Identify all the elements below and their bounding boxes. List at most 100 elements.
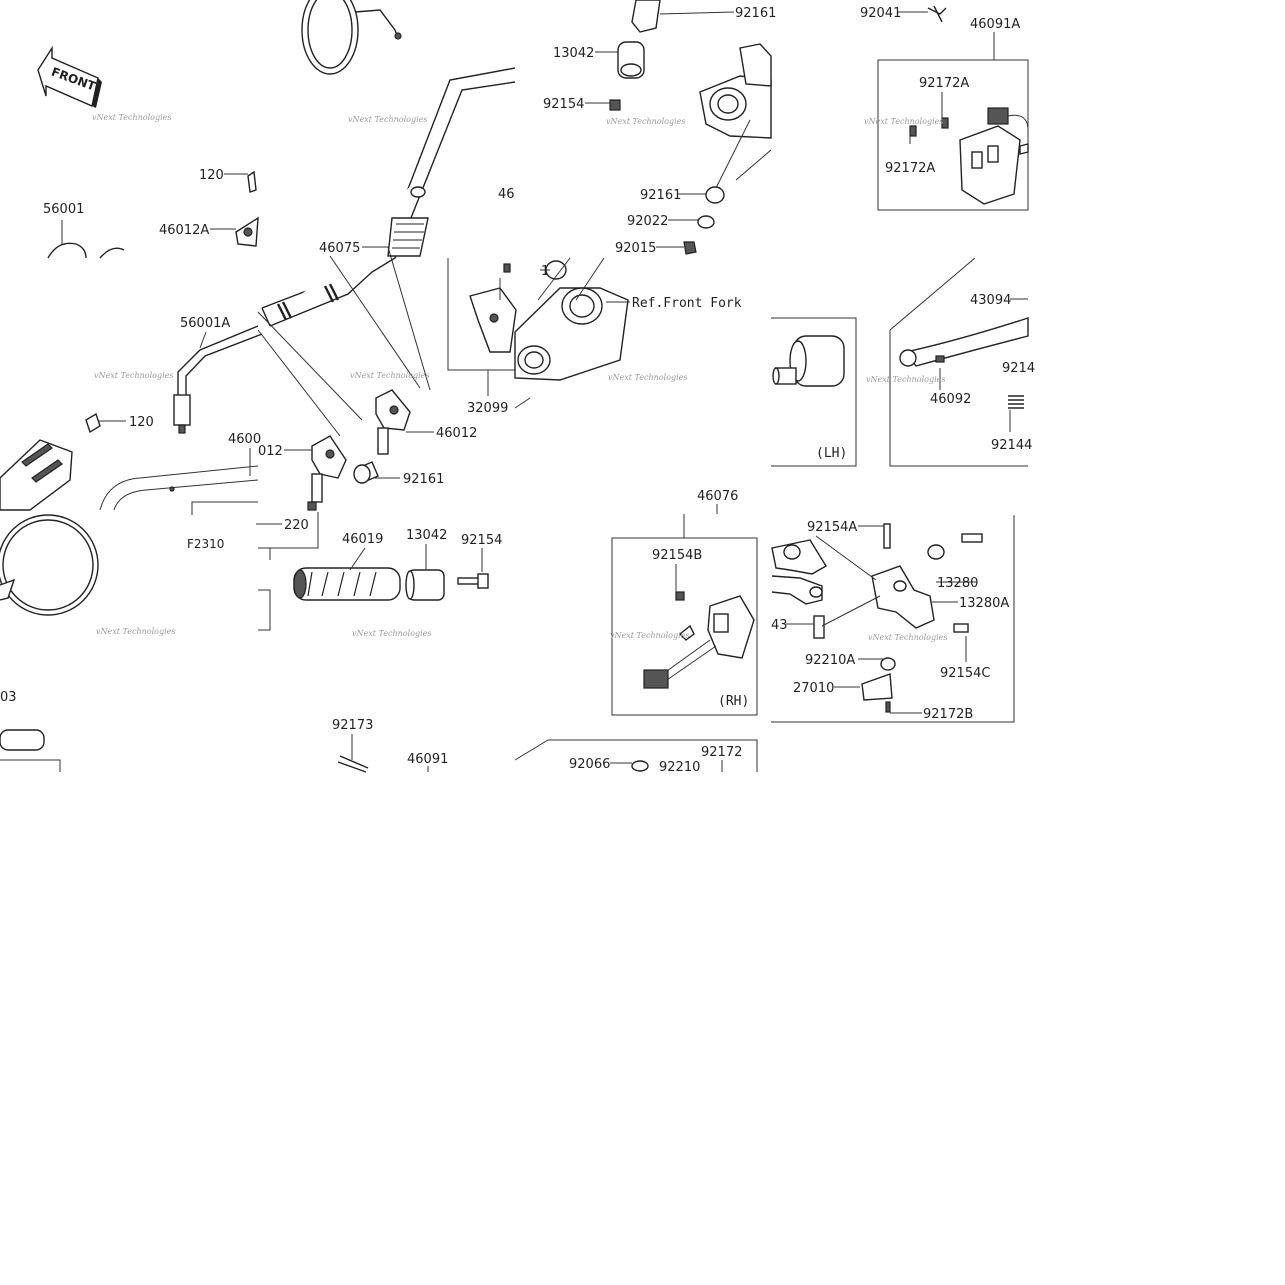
weight-13042-low (405, 569, 445, 601)
watermark: vNext Technologies (868, 633, 947, 642)
handlebar (261, 67, 516, 327)
part-label: 03 (0, 690, 17, 705)
part-label: 1 (541, 264, 549, 279)
clamp-panel-box (447, 258, 515, 371)
part-label: 43 (771, 618, 788, 633)
riser-left (307, 435, 347, 511)
front-arrow-icon: FRONT (37, 45, 102, 108)
cap-92066 (631, 760, 649, 772)
part-label: 92172 (701, 745, 742, 760)
part-label: 92041 (860, 6, 901, 21)
master-cyl-panel-box (771, 515, 1015, 723)
part-label: 13042 (553, 46, 594, 61)
ref-front-fork-label: Ref.Front Fork (632, 296, 742, 311)
pin-92041 (927, 5, 947, 23)
master-cylinder-13280 (771, 523, 983, 713)
triple-clamp-lower (469, 257, 629, 381)
part-label: 46091A (970, 17, 1020, 32)
part-label: 46076 (697, 489, 738, 504)
mirror-top (301, 0, 402, 75)
grip-bracket-lines (258, 512, 319, 631)
watermark: vNext Technologies (352, 629, 431, 638)
clamp-left (0, 412, 101, 511)
part-label: 92161 (403, 472, 444, 487)
part-label: 120 (199, 168, 224, 183)
watermark: vNext Technologies (866, 375, 945, 384)
watermarks: vNext Technologies vNext Technologies vN… (92, 113, 947, 642)
watermark: vNext Technologies (92, 113, 171, 122)
part-label: 92154C (940, 666, 990, 681)
part-label: 9214 (1002, 361, 1035, 376)
watermark: vNext Technologies (96, 627, 175, 636)
mirror-56001-partial-b (99, 247, 125, 259)
frame-label: F2310 (187, 537, 224, 551)
part-label: 92144 (991, 438, 1032, 453)
part-label: 46092 (930, 392, 971, 407)
part-label: 27010 (793, 681, 834, 696)
grip-end-top (609, 0, 661, 111)
rh-switch-46076 (643, 591, 755, 689)
part-label: 46075 (319, 241, 360, 256)
watermark: vNext Technologies (864, 117, 943, 126)
part-label: 92172A (919, 76, 969, 91)
watermark: vNext Technologies (606, 117, 685, 126)
part-label: 92161 (735, 6, 776, 21)
lh-panel-box (771, 317, 857, 467)
part-labels: 92161 92041 46091A 13042 92154 92172A 92… (0, 6, 1035, 775)
watermark: vNext Technologies (608, 373, 687, 382)
riser-right (353, 389, 411, 484)
part-label: 012 (258, 444, 283, 459)
frame-rail (99, 465, 259, 515)
part-label: 43094 (970, 293, 1011, 308)
grip-46019 (293, 567, 401, 601)
part-label: 92154 (543, 97, 584, 112)
watermark: vNext Technologies (348, 115, 427, 124)
part-label: 92210 (659, 760, 700, 775)
part-label: 92173 (332, 718, 373, 733)
part-label: 92172B (923, 707, 973, 722)
rh-label: (RH) (718, 694, 749, 709)
part-label: 92066 (569, 757, 610, 772)
watermark: vNext Technologies (610, 631, 689, 640)
lh-bar-end (772, 335, 845, 387)
part-label: 92015 (615, 241, 656, 256)
part-label: 92172A (885, 161, 935, 176)
mirror-56001-partial (47, 242, 87, 259)
part-label: 92022 (627, 214, 668, 229)
mirror-stem-56001A (173, 325, 263, 434)
mirror-lower-left (0, 514, 99, 616)
part-label: 92210A (805, 653, 855, 668)
part-label: 56001A (180, 316, 230, 331)
pin-92173 (337, 755, 369, 773)
part-label: 4600 (228, 432, 261, 447)
part-label: 92154 (461, 533, 502, 548)
watermark: vNext Technologies (94, 371, 173, 380)
leader-lines (61, 11, 1028, 772)
part-label: 46019 (342, 532, 383, 547)
part-label: 56001 (43, 202, 84, 217)
lever-43094 (899, 317, 1029, 409)
lever-panel-box (889, 257, 1028, 467)
part-label: 32099 (467, 401, 508, 416)
part-label: 92154A (807, 520, 857, 535)
part-label: 92154B (652, 548, 702, 563)
lh-label: (LH) (816, 446, 847, 461)
switch-46091A (909, 107, 1029, 205)
part-label: 13280 (937, 576, 978, 591)
holder-46012A (235, 170, 259, 247)
grip-46075 (387, 217, 429, 257)
triple-clamp-top (683, 43, 772, 255)
watermark: vNext Technologies (350, 371, 429, 380)
part-label: 46 (498, 187, 515, 202)
part-label: 46012A (159, 223, 209, 238)
part-label: 92161 (640, 188, 681, 203)
part-label: 13280A (959, 596, 1009, 611)
grip-lower-left (0, 729, 45, 751)
bolt-92154-low (457, 573, 489, 589)
part-label: 120 (129, 415, 154, 430)
switch-panel-box (877, 59, 1029, 211)
bottom-panel-box (514, 739, 758, 772)
part-label: 46012 (436, 426, 477, 441)
bottom-left-box (0, 759, 61, 772)
